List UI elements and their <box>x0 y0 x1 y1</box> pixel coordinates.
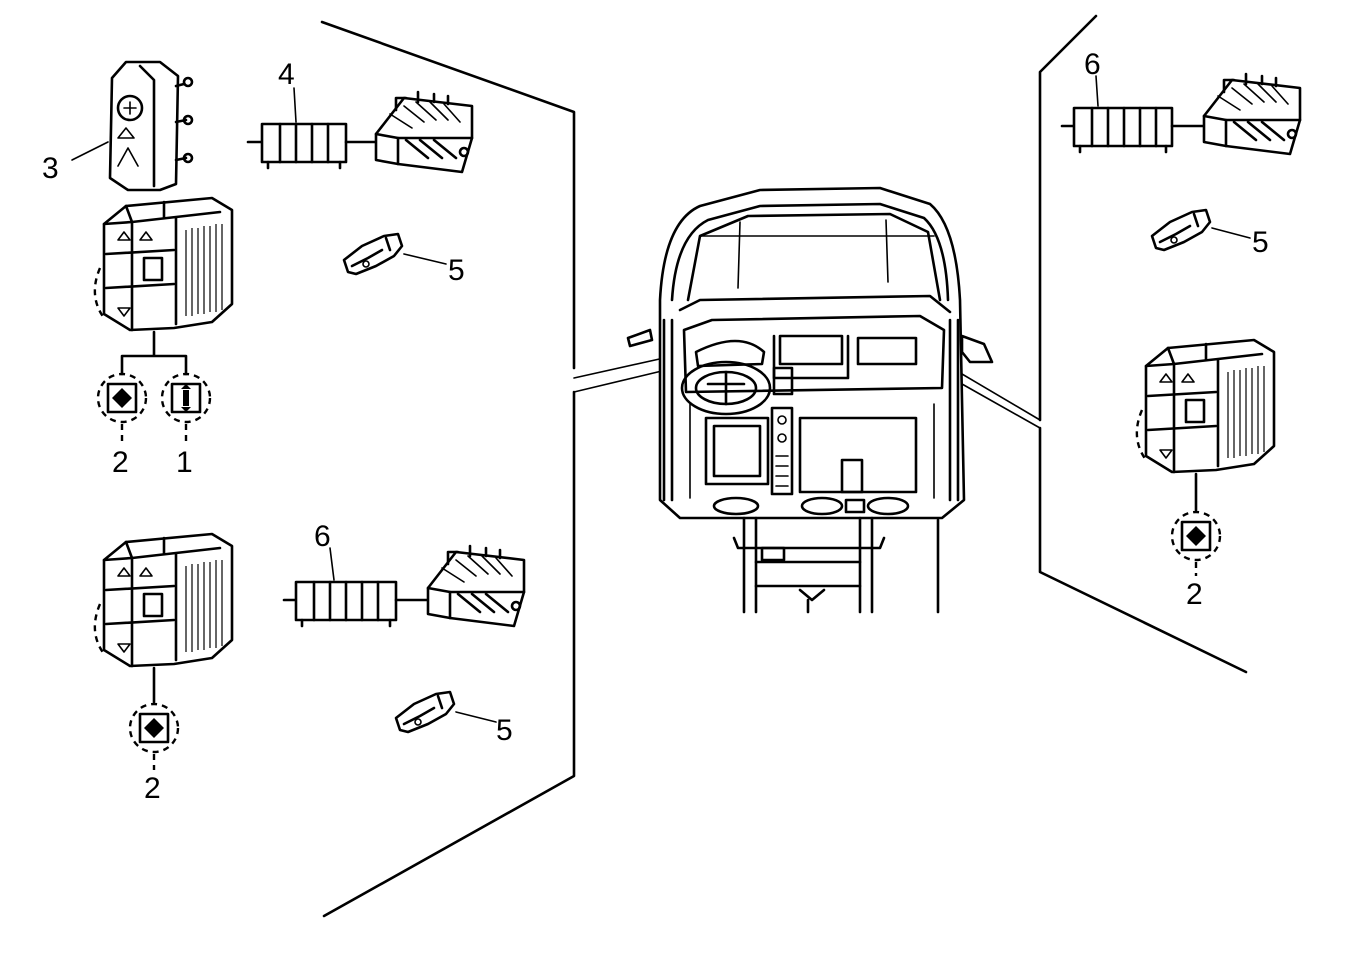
leader-line-right <box>961 373 1041 429</box>
symbol-arrow-icon <box>160 372 212 424</box>
symbol-diamond-icon <box>96 372 148 424</box>
leader-connector-right <box>1095 75 1099 107</box>
leader-clip-bottom-left <box>455 711 497 723</box>
leader-line-left <box>573 357 667 393</box>
dash-indicator-right <box>1135 409 1147 461</box>
callout-connector-top-left: 4 <box>278 58 295 91</box>
connector-plug-bottom-left <box>282 580 430 628</box>
callout-clip-top-left: 5 <box>448 254 465 287</box>
callout-switch-a: 2 <box>112 446 129 479</box>
callout-cap: 3 <box>42 152 59 185</box>
connector-plug-top-left <box>246 122 378 170</box>
callout-switch-bottom-left: 2 <box>144 772 161 805</box>
leader-connector-top-left <box>293 87 297 123</box>
connector-plug-right <box>1060 106 1206 154</box>
symbol-diamond-icon-right <box>1170 510 1222 562</box>
connector-housing-bottom-left <box>426 544 526 628</box>
leader-clip-right <box>1211 227 1251 239</box>
connector-housing-top-left <box>374 90 474 174</box>
rocker-switch-bottom-left <box>102 532 234 668</box>
callout-connector-right: 6 <box>1084 48 1101 81</box>
right-panel-border <box>1038 14 1248 674</box>
left-panel-border <box>320 20 576 918</box>
terminal-clip-right <box>1150 208 1212 252</box>
callout-connector-bottom-left: 6 <box>314 520 331 553</box>
switch-branch-lines <box>120 330 188 376</box>
dashboard-cab-illustration <box>626 186 994 614</box>
terminal-clip-top-left <box>342 232 404 276</box>
dash-indicator <box>93 267 105 319</box>
leader-cap <box>71 141 109 161</box>
rocker-switch-top-left <box>102 196 234 332</box>
switch-cap <box>108 60 194 192</box>
callout-switch-b: 1 <box>176 446 193 479</box>
callout-clip-bottom-left: 5 <box>496 714 513 747</box>
connector-housing-right <box>1202 72 1302 156</box>
leader-connector-bottom-left <box>329 547 335 581</box>
leader-clip-top-left <box>403 253 447 265</box>
rocker-switch-right <box>1144 338 1276 474</box>
terminal-clip-bottom-left <box>394 690 456 734</box>
callout-switch-right: 2 <box>1186 578 1203 611</box>
dash-indicator-bottom <box>93 603 105 655</box>
callout-clip-right: 5 <box>1252 226 1269 259</box>
symbol-dash-leaders <box>120 424 188 444</box>
symbol-diamond-icon-bottom-left <box>128 702 180 754</box>
